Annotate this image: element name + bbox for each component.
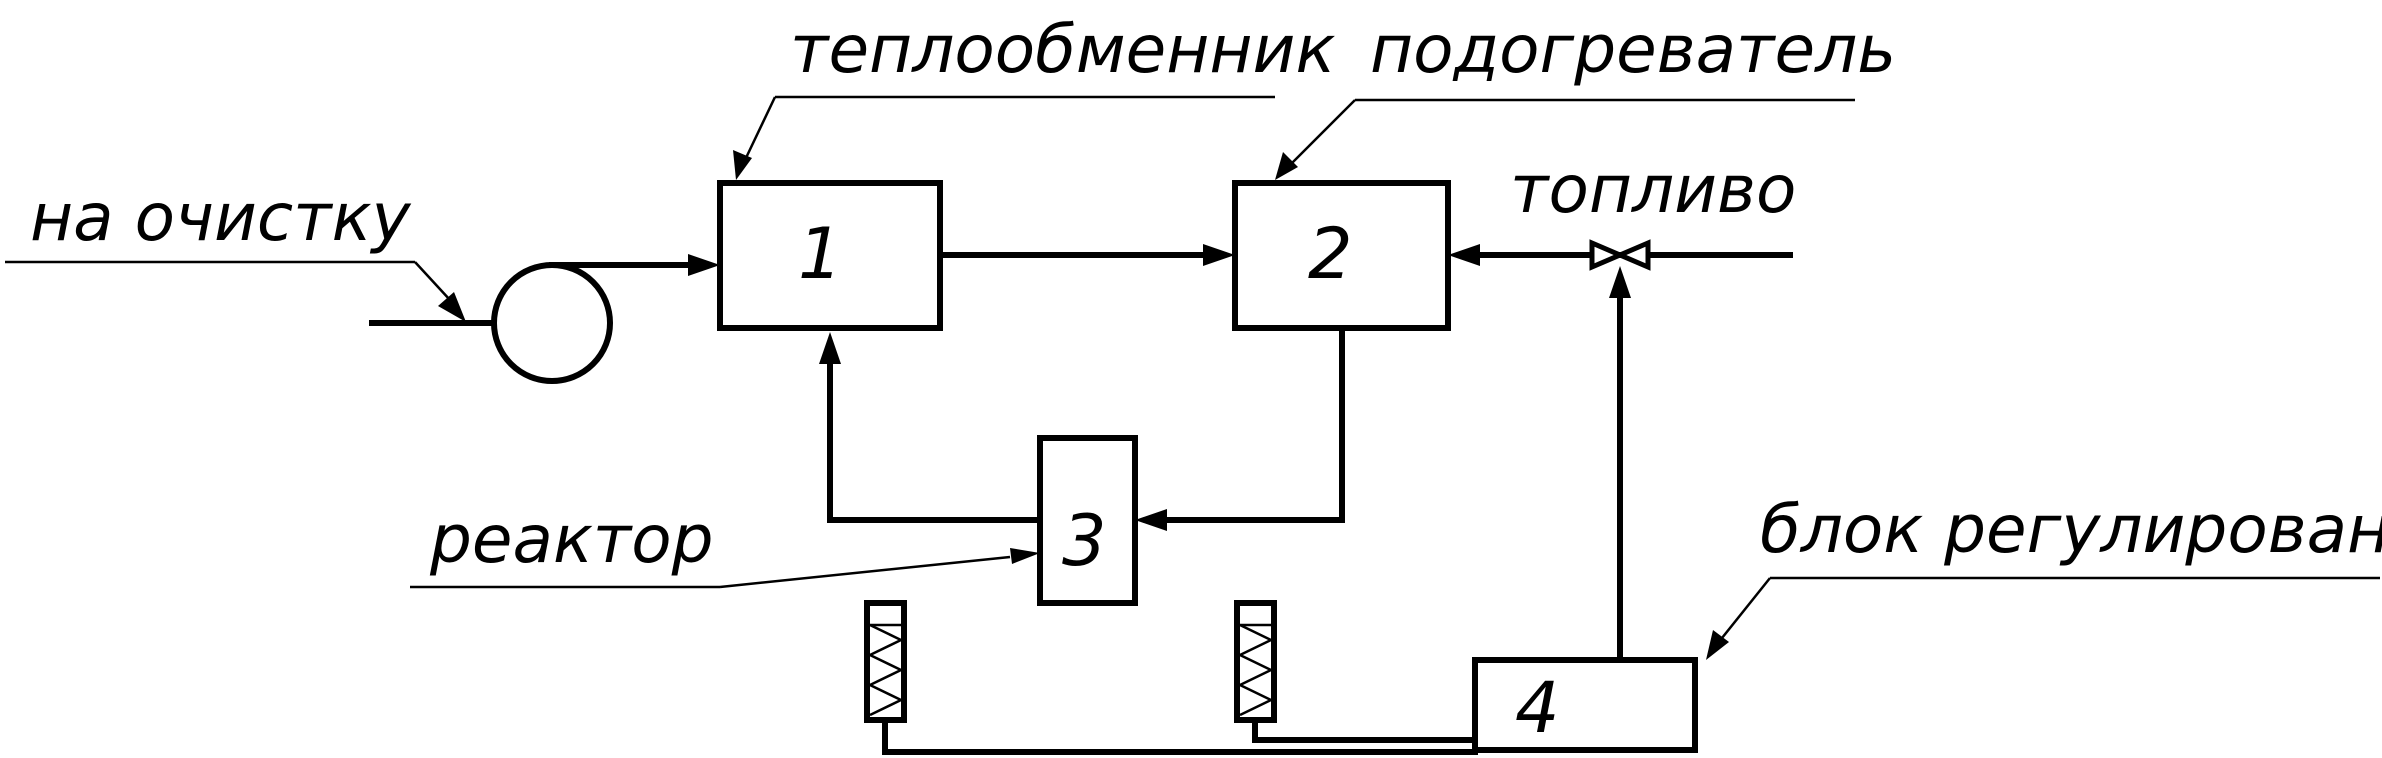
sensor-right-icon [1234, 600, 1277, 723]
leader-heater [1275, 98, 1855, 180]
block-2-number: 2 [1308, 213, 1353, 295]
block-4: 4 [1472, 657, 1698, 753]
leader-reactor [410, 548, 1040, 589]
pump-icon [369, 254, 720, 384]
leader-control-unit [1706, 576, 2380, 660]
block-3-number: 3 [1062, 500, 1107, 582]
sensor-left-icon [864, 600, 907, 723]
label-reactor: реактор [429, 501, 714, 578]
label-heater: подогреватель [1370, 11, 1896, 88]
block-2: 2 [1232, 180, 1451, 331]
valve-icon [1589, 239, 1651, 271]
block-3: 3 [1037, 435, 1138, 606]
label-heat-exchanger: теплообменник [790, 11, 1335, 88]
leader-heat-exchanger [733, 95, 1275, 180]
block-4-number: 4 [1515, 667, 1560, 749]
label-fuel: топливо [1510, 151, 1796, 228]
leader-to-cleaning [5, 260, 466, 322]
block-1-number: 1 [798, 213, 843, 295]
label-control-unit: блок регулирования [1760, 491, 2382, 568]
block-1: 1 [717, 180, 943, 331]
label-to-cleaning: на очистку [30, 179, 411, 256]
